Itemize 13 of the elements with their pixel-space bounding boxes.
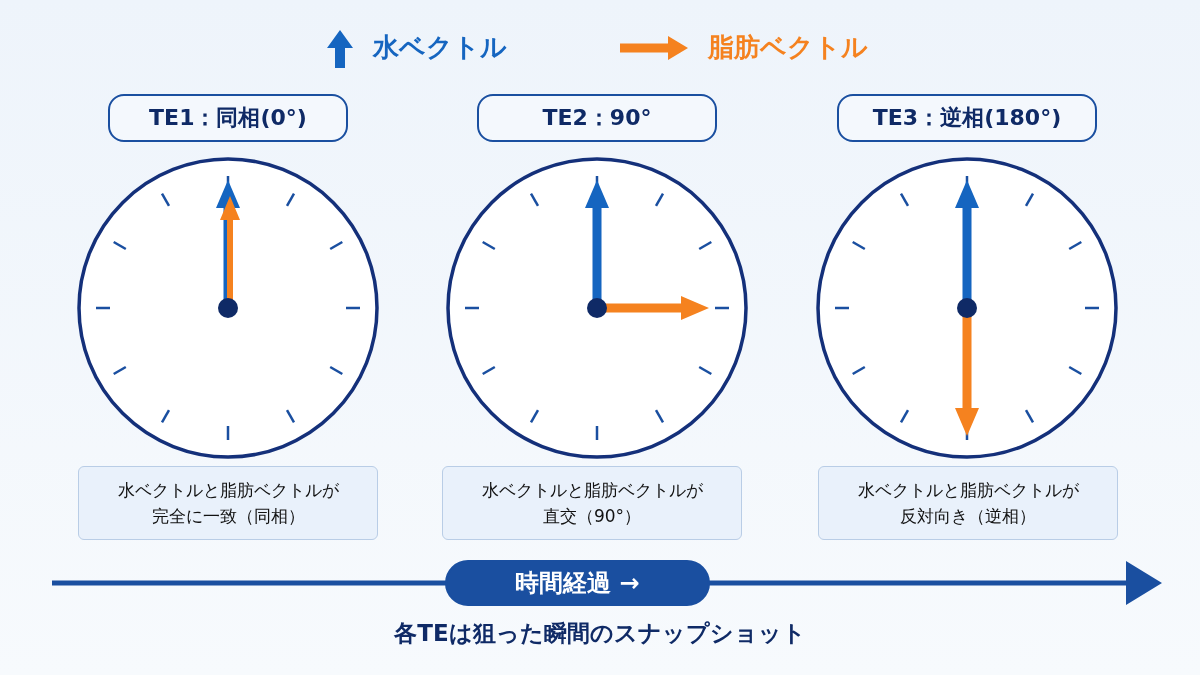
clock-drawing	[814, 155, 1120, 461]
clock-drawing	[444, 155, 750, 461]
description-box: 水ベクトルと脂肪ベクトルが反対向き（逆相）	[818, 466, 1118, 540]
time-label: 時間経過 →	[445, 560, 710, 606]
clock-drawing	[75, 155, 381, 461]
phase-label: TE2：90°	[477, 94, 717, 142]
phase-label: TE1：同相(0°)	[108, 94, 348, 142]
phase-label: TE3：逆相(180°)	[837, 94, 1097, 142]
legend-label: 脂肪ベクトル	[708, 31, 868, 64]
caption: 各TEは狙った瞬間のスナップショット	[393, 619, 807, 648]
description-box: 水ベクトルと脂肪ベクトルが直交（90°）	[442, 466, 742, 540]
legend-label: 水ベクトル	[373, 31, 507, 64]
description-box: 水ベクトルと脂肪ベクトルが完全に一致（同相）	[78, 466, 378, 540]
